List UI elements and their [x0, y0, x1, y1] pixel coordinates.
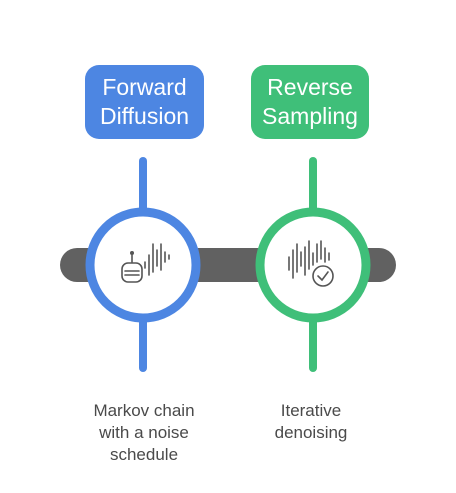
reverse-title-line1: Reverse — [267, 74, 353, 100]
reverse-title-line2: Sampling — [262, 103, 358, 129]
reverse-sampling-label: Reverse Sampling — [251, 65, 369, 139]
reverse-stem-bottom — [309, 310, 317, 372]
forward-caption-line: Markov chain — [93, 401, 195, 420]
forward-title-line1: Forward — [102, 74, 187, 100]
soundwave-check-icon — [288, 240, 334, 287]
forward-node — [85, 207, 201, 323]
reverse-stem-top — [309, 157, 317, 220]
robot-soundwave-icon — [121, 243, 170, 283]
forward-stem-bottom — [139, 310, 147, 372]
forward-caption: Markov chain with a noise schedule — [62, 400, 226, 466]
reverse-caption-line: denoising — [274, 423, 348, 442]
reverse-caption: Iterative denoising — [234, 400, 388, 444]
reverse-caption-line: Iterative — [280, 401, 342, 420]
forward-caption-line: schedule — [109, 445, 179, 464]
forward-stem-top — [139, 157, 147, 220]
forward-diffusion-label: Forward Diffusion — [85, 65, 204, 139]
forward-caption-line: with a noise — [99, 423, 189, 442]
forward-title-line2: Diffusion — [99, 103, 190, 129]
